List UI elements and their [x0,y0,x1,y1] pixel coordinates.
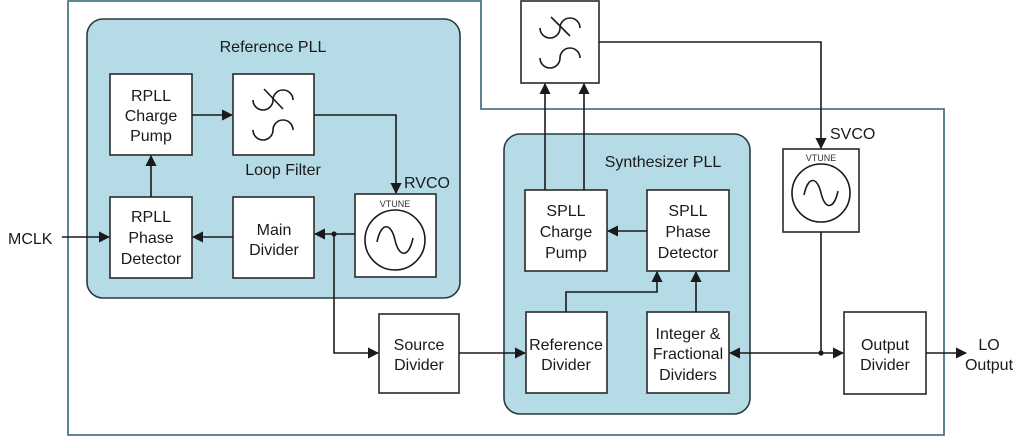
lo-output-label-line1: LO [978,337,999,354]
rpll-phase-detector-block[interactable]: RPLL Phase Detector [109,196,193,279]
loop-filter-caption: Loop Filter [245,162,321,179]
spll-phase-detector-block[interactable]: SPLL Phase Detector [646,189,730,272]
main-divider-block[interactable]: Main Divider [232,196,315,279]
rvco-label: RVCO [404,175,450,192]
svg-text:Divider: Divider [541,357,591,374]
oscillator-icon [364,209,426,271]
signal-wires [62,41,968,359]
source-divider-block[interactable]: Source Divider [378,313,460,394]
svg-text:SPLL: SPLL [668,203,707,220]
rvco-block[interactable]: VTUNE [354,193,437,278]
svg-text:Fractional: Fractional [653,346,723,363]
svg-text:Main: Main [257,222,292,239]
svg-text:RPLL: RPLL [131,88,171,105]
reference-divider-block[interactable]: Reference Divider [525,311,608,394]
svg-text:Charge: Charge [125,108,178,125]
svco-block[interactable]: VTUNE [782,148,860,233]
svco-vtune-label: VTUNE [806,153,837,163]
mclk-input-label: MCLK [8,231,53,248]
svg-text:Detector: Detector [121,251,182,268]
chip-boundary [67,0,945,436]
svg-text:Source: Source [394,337,445,354]
rpll-loop-filter-block[interactable] [232,73,315,156]
reference-pll-title: Reference PLL [220,39,327,56]
filter-icon [539,16,581,69]
lo-output-label-line2: Output [965,357,1014,374]
svg-text:Phase: Phase [665,224,710,241]
svg-text:Charge: Charge [540,224,593,241]
wire-filter-to-svco [599,41,827,150]
spll-loop-filter-block[interactable] [520,0,600,84]
spll-charge-pump-block[interactable]: SPLL Charge Pump [524,189,608,272]
svg-text:Pump: Pump [130,128,172,145]
wire-rvco-to-srcdiv [333,234,380,359]
rpll-charge-pump-block[interactable]: RPLL Charge Pump [109,73,193,156]
svg-text:Dividers: Dividers [659,367,717,384]
svg-text:Reference: Reference [529,337,603,354]
wire-lf-to-rvco [314,114,402,195]
svg-text:Phase: Phase [128,230,173,247]
svg-text:Pump: Pump [545,245,587,262]
oscillator-icon [791,163,851,223]
svg-text:Detector: Detector [658,245,719,262]
svg-text:Integer &: Integer & [656,326,721,343]
integer-fractional-dividers-block[interactable]: Integer & Fractional Dividers [646,311,730,394]
wire-refdiv-to-spd [565,270,663,312]
rvco-vtune-label: VTUNE [380,199,411,209]
svg-text:SPLL: SPLL [546,203,585,220]
svg-text:RPLL: RPLL [131,209,171,226]
output-divider-block[interactable]: Output Divider [843,311,927,395]
svco-label: SVCO [830,126,875,143]
svg-text:Divider: Divider [249,242,299,259]
synthesizer-pll-title: Synthesizer PLL [605,154,722,171]
svg-text:Output: Output [861,337,910,354]
filter-icon [252,88,294,141]
svg-text:Divider: Divider [394,357,444,374]
svg-text:Divider: Divider [860,357,910,374]
